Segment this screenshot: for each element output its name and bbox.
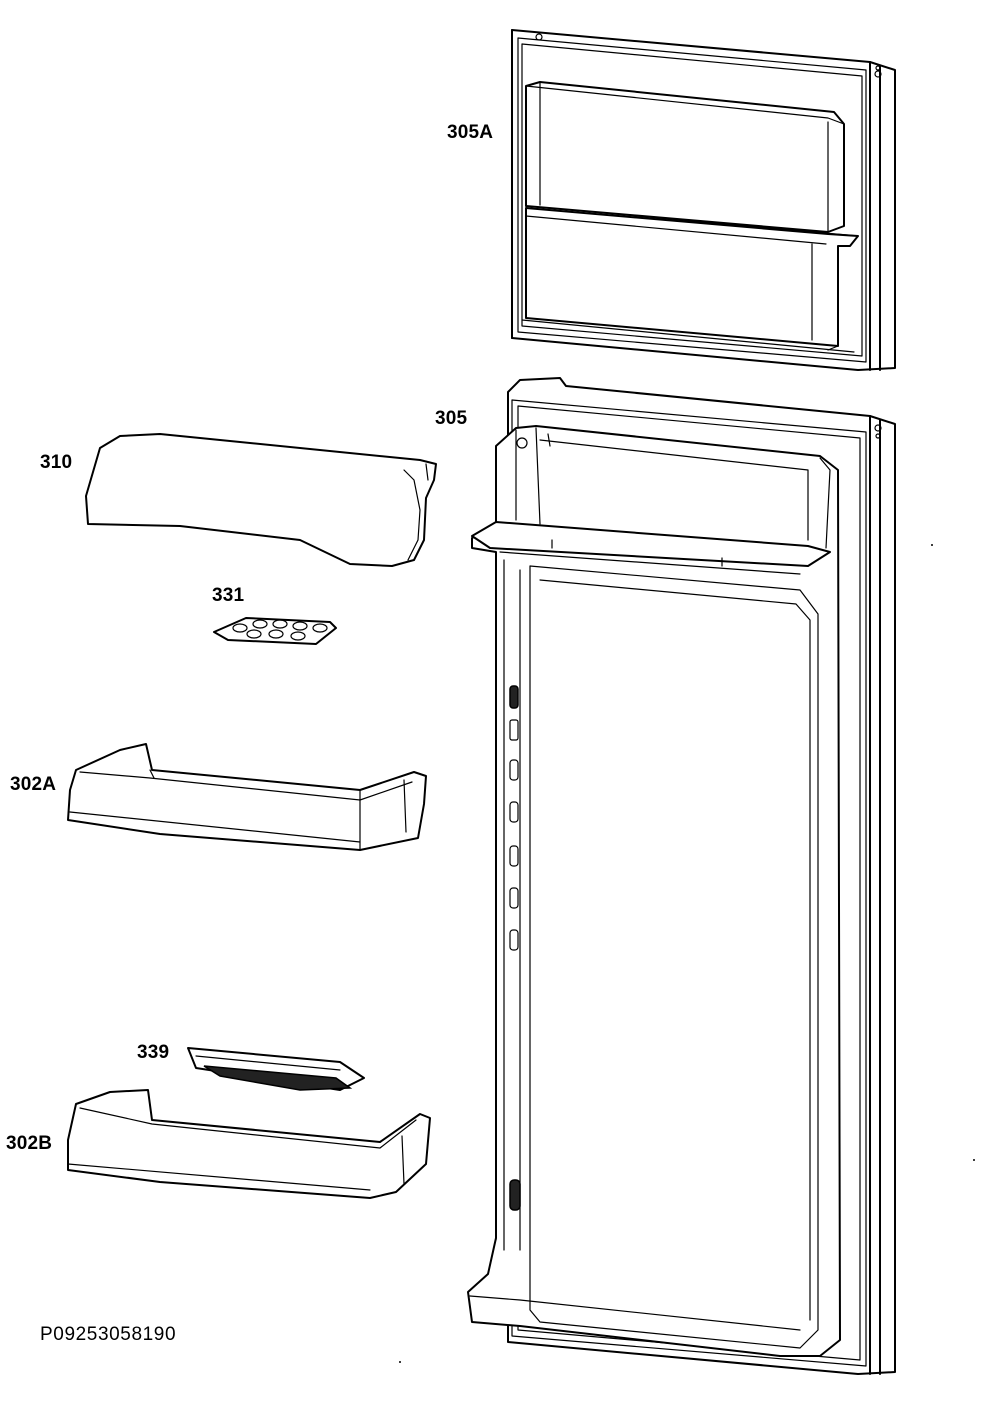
part-label-339: 339 bbox=[137, 1042, 170, 1063]
part-label-305A: 305A bbox=[447, 122, 494, 143]
freezer-door-305A bbox=[511, 29, 896, 371]
egg-tray-331 bbox=[213, 617, 337, 645]
part-label-302A: 302A bbox=[10, 774, 57, 795]
fridge-door-305 bbox=[467, 377, 896, 1375]
part-label-310: 310 bbox=[40, 452, 73, 473]
door-bin-302A bbox=[67, 743, 427, 851]
dairy-cover-310 bbox=[85, 433, 437, 567]
door-bin-302B bbox=[67, 1089, 431, 1199]
bottle-holder-339 bbox=[187, 1047, 365, 1091]
part-label-305: 305 bbox=[435, 408, 468, 429]
part-label-302B: 302B bbox=[6, 1133, 53, 1154]
reference-code: P09253058190 bbox=[40, 1324, 177, 1345]
part-label-331: 331 bbox=[212, 585, 245, 606]
